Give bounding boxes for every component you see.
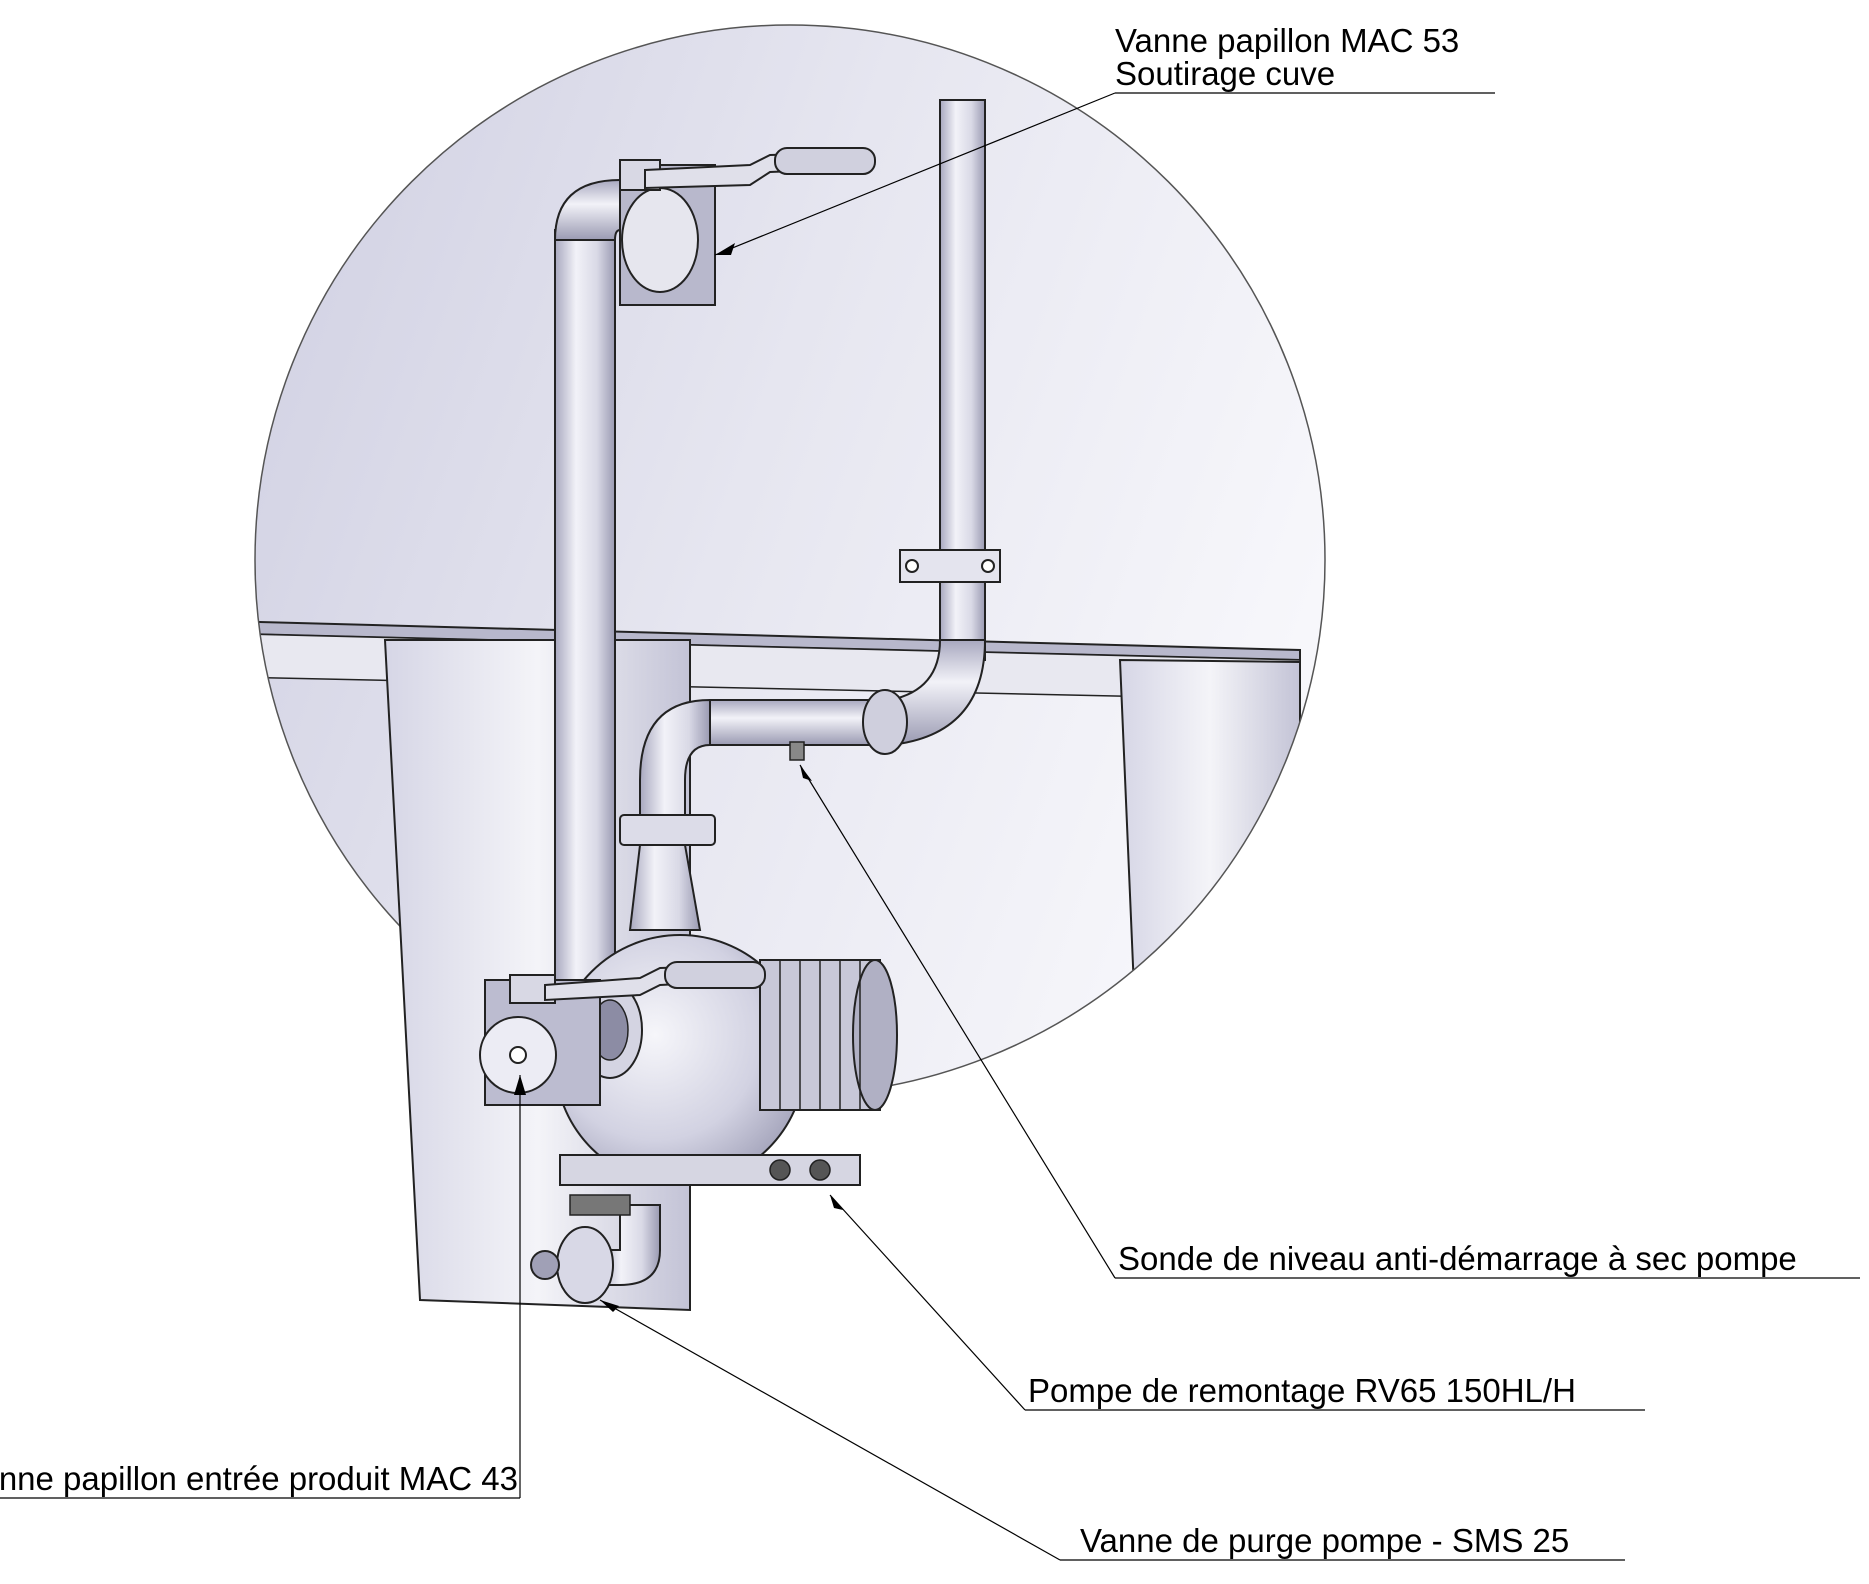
butterfly-valve-mac43	[479, 961, 766, 1106]
tank-outlet-pipe	[554, 229, 616, 1021]
label-vanne-purge: Vanne de purge pompe - SMS 25	[1080, 1522, 1569, 1559]
pump-inlet-elbow	[639, 698, 711, 821]
level-probe	[789, 741, 805, 761]
label-mac53-line1: Vanne papillon MAC 53	[1115, 22, 1459, 59]
label-mac53-line2: Soutirage cuve	[1115, 55, 1335, 92]
butterfly-valve-mac53	[619, 147, 876, 306]
label-sonde-niveau: Sonde de niveau anti-démarrage à sec pom…	[1118, 1240, 1797, 1277]
label-vanne-mac43: Vanne papillon entrée produit MAC 43	[0, 1460, 518, 1497]
drain-valve-sms25	[530, 1194, 661, 1304]
pump-union	[619, 814, 716, 846]
label-pompe-remontage: Pompe de remontage RV65 150HL/H	[1028, 1372, 1576, 1409]
leader-lines	[0, 92, 1860, 1561]
leader-arrowheads	[514, 243, 843, 1312]
